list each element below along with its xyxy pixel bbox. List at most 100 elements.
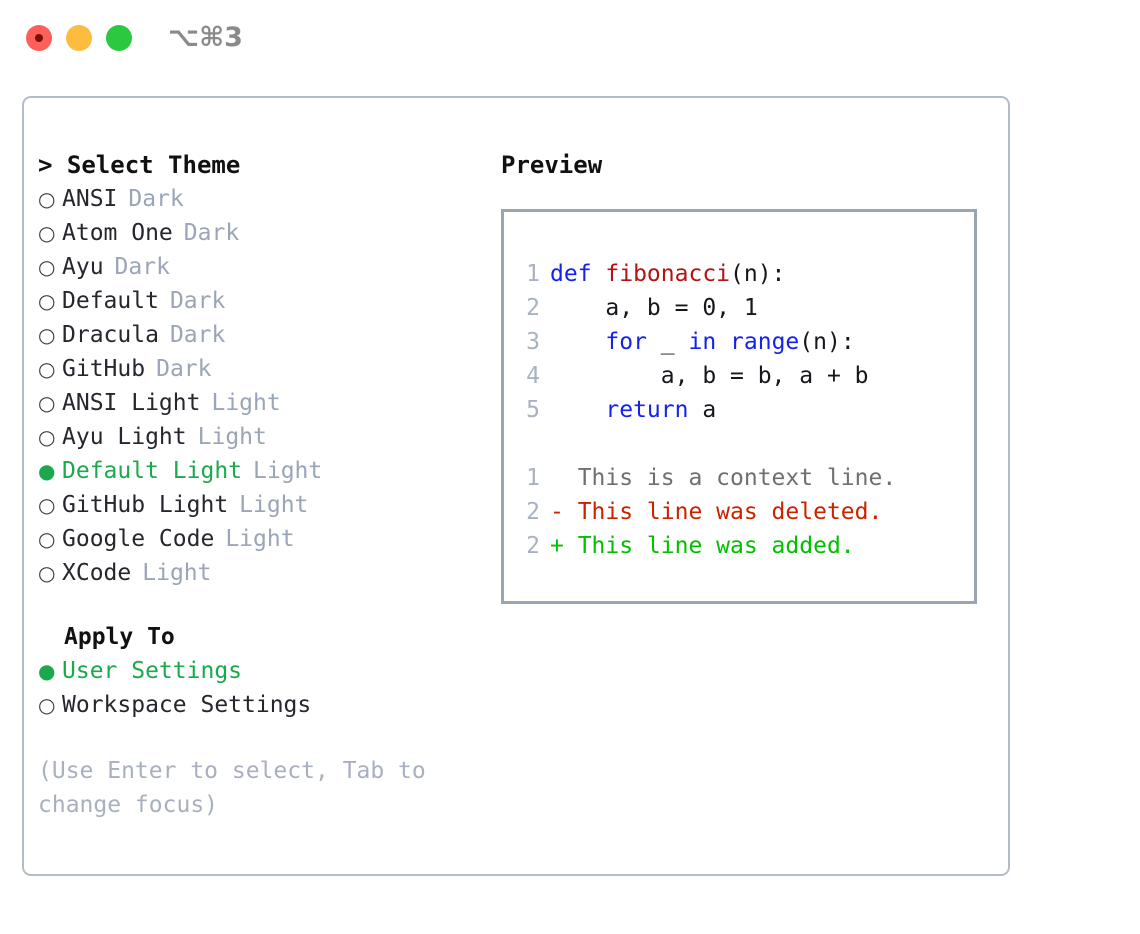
theme-item-variant-tag: Light [211,390,281,416]
line-number: 2 [526,295,540,321]
theme-item-variant-tag: Dark [183,220,240,246]
line-number: 2 [526,533,540,559]
theme-item-variant-tag: Dark [169,288,226,314]
code-token [716,329,730,355]
theme-item-label: ANSI [62,186,118,212]
radio-unselected-icon: ○ [38,493,56,517]
theme-item-default-light[interactable]: ●Default Light Light [38,454,490,488]
radio-unselected-icon: ○ [38,357,56,381]
keyboard-hint-text: (Use Enter to select, Tab to change focu… [38,758,440,818]
apply-to-option-label: Workspace Settings [62,692,312,718]
radio-selected-icon: ● [38,459,56,483]
code-token [550,329,605,355]
theme-item-variant-tag: Light [142,560,212,586]
theme-item-ansi[interactable]: ○ANSI Dark [38,182,490,216]
theme-item-variant-tag: Light [225,526,295,552]
diff-line: 2 - This line was deleted. [516,495,896,529]
code-line-text: This is a context line. [550,461,897,495]
code-token: for [605,329,647,355]
theme-item-variant-tag: Dark [156,356,212,382]
line-number: 1 [526,465,540,491]
code-token: (n): [799,329,855,355]
radio-unselected-icon: ○ [38,391,56,415]
code-line-text: a, b = b, a + b [550,359,869,393]
theme-item-dracula[interactable]: ○Dracula Dark [38,318,490,352]
apply-to-option-label: User Settings [62,658,243,684]
caret-icon: > [38,151,53,179]
code-token: a [688,397,717,423]
code-token: - This line was deleted. [550,499,883,525]
radio-unselected-icon: ○ [38,425,56,449]
radio-unselected-icon: ○ [38,693,56,717]
line-number: 4 [526,363,540,389]
window-shortcut-label: ⌥⌘3 [168,22,243,53]
code-token: fibonacci [605,261,731,287]
code-token: a, b = 0, 1 [550,295,758,321]
apply-to-options: ●User Settings○Workspace Settings [38,654,490,722]
theme-item-variant-tag: Light [239,492,309,518]
code-line-text: - This line was deleted. [550,495,882,529]
theme-item-variant-tag: Dark [114,254,170,280]
code-line: 4 a, b = b, a + b [516,359,896,393]
theme-item-variant-tag: Dark [169,322,226,348]
apply-to-option-user-settings[interactable]: ●User Settings [38,654,490,688]
theme-item-label: Dracula [62,322,159,348]
code-line-text: for _ in range(n): [550,325,855,359]
theme-item-variant-tag: Light [253,458,323,484]
theme-item-label: Google Code [62,526,215,552]
code-line-text: + This line was added. [550,529,855,563]
maximize-button[interactable] [106,25,132,51]
minimize-button[interactable] [66,25,92,51]
diff-line: 1 This is a context line. [516,461,896,495]
apply-to-heading: Apply To [64,624,175,650]
theme-item-label: XCode [62,560,132,586]
code-sample: 1 def fibonacci(n): 2 a, b = 0, 1 3 for _ i… [516,257,896,563]
line-number: 3 [526,329,540,355]
code-line-text: def fibonacci(n): [550,257,785,291]
code-line: 5 return a [516,393,896,427]
theme-item-label: Default Light [62,458,243,484]
code-token: (n): [730,261,786,287]
code-token [550,397,605,423]
code-token: return [605,397,689,423]
code-token: range [730,329,800,355]
theme-item-label: Ayu [62,254,104,280]
line-number: 1 [526,261,540,287]
diff-line: 2 + This line was added. [516,529,896,563]
radio-selected-icon: ● [38,659,56,683]
code-line-text: return a [550,393,716,427]
traffic-light-group [26,25,132,51]
radio-unselected-icon: ○ [38,289,56,313]
apply-to-group: Apply To ●User Settings○Workspace Settin… [38,620,490,722]
code-token: a, b = b, a + b [550,363,869,389]
theme-item-label: Ayu Light [62,424,187,450]
radio-unselected-icon: ○ [38,323,56,347]
code-line: 3 for _ in range(n): [516,325,896,359]
theme-item-github-light[interactable]: ○GitHub Light Light [38,488,490,522]
radio-unselected-icon: ○ [38,187,56,211]
close-button[interactable] [26,25,52,51]
title-bar: ⌥⌘3 [0,0,1140,78]
code-token: _ [646,329,689,355]
apply-to-option-workspace-settings[interactable]: ○Workspace Settings [38,688,490,722]
code-token: + This line was added. [550,533,855,559]
theme-panel-title: Select Theme [66,151,241,179]
theme-item-label: GitHub Light [62,492,229,518]
line-number: 2 [526,499,540,525]
code-spacer [516,427,896,461]
theme-item-variant-tag: Dark [128,186,184,212]
theme-panel-heading: > Select Theme [38,148,490,182]
